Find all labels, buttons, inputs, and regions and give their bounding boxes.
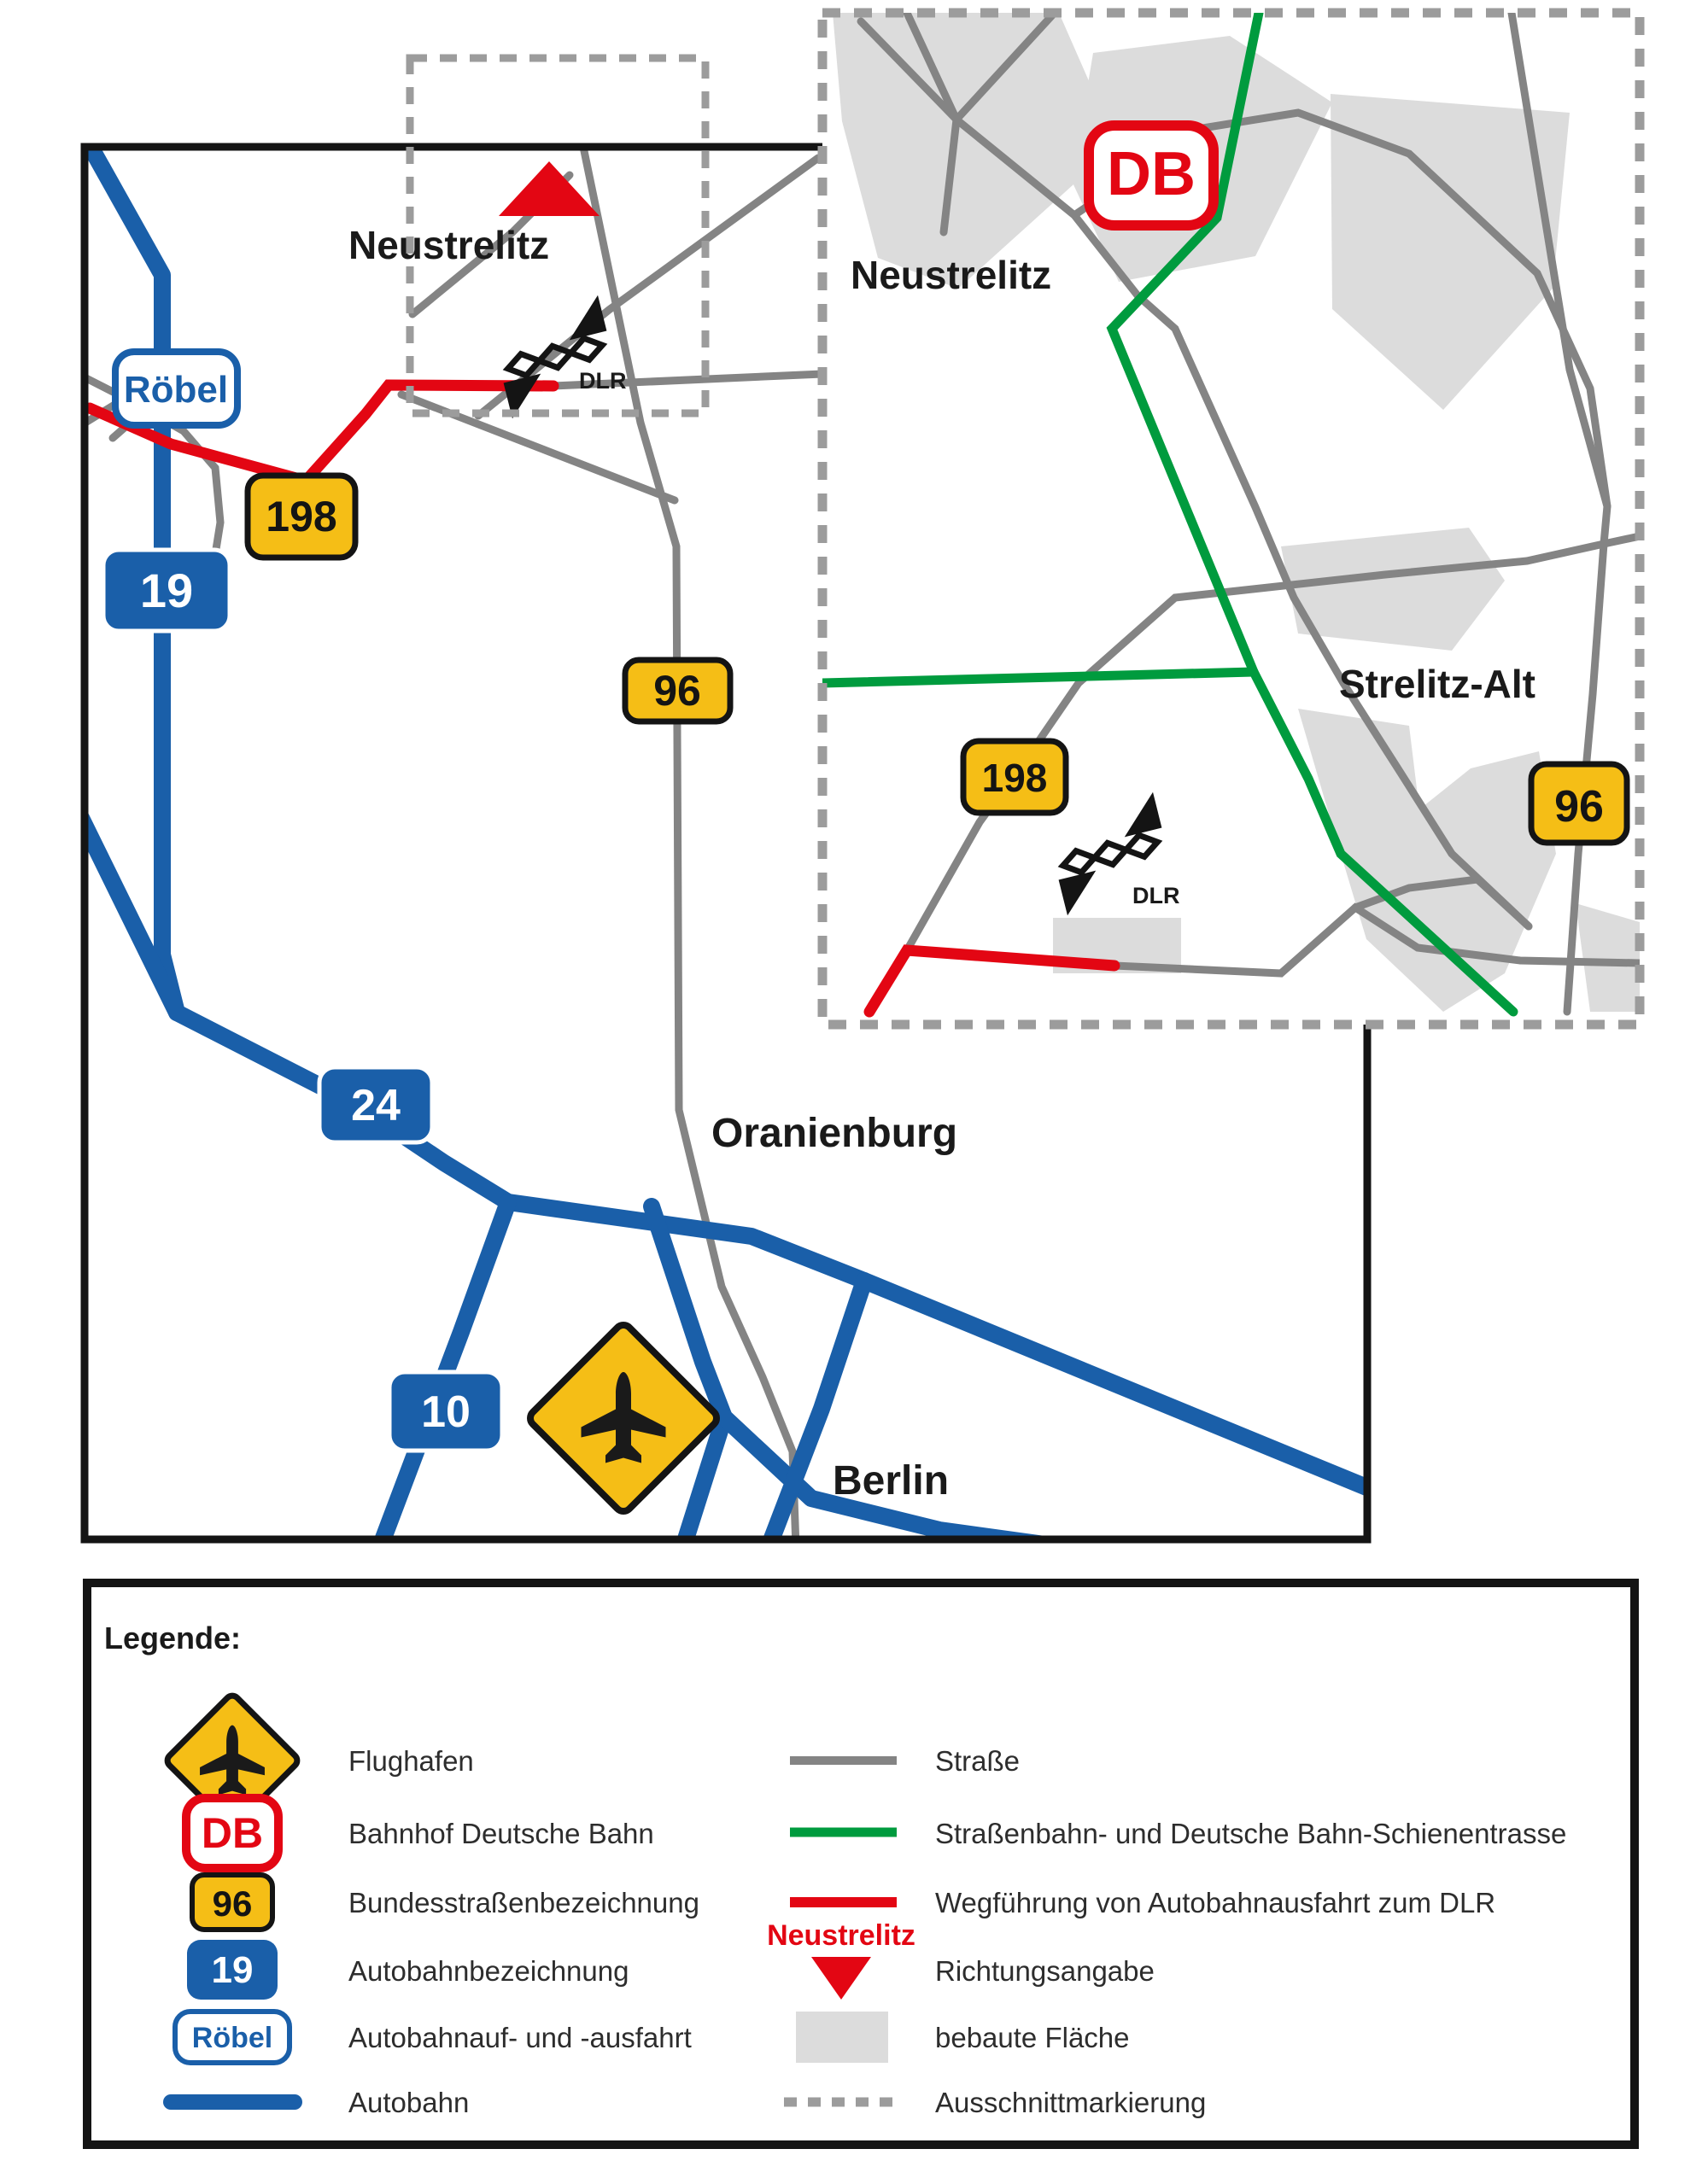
legend-airport-icon	[164, 1692, 301, 1829]
autobahn-a10-south	[372, 1194, 517, 1543]
legend-direction-triangle	[811, 1957, 871, 2000]
exit-badge-roebel: Röbel	[112, 348, 241, 429]
badge-b198-main: 198	[244, 472, 359, 561]
legend-label-bundesstrasse: Bundesstraßenbezeichnung	[348, 1887, 699, 1918]
inset-route-to-dlr-line	[863, 944, 1120, 1018]
legend-db-icon: DB	[182, 1794, 283, 1872]
badge-b96-inset: 96	[1528, 761, 1630, 846]
badge-a19: 19	[101, 547, 232, 634]
label-strelitz-alt: Strelitz-Alt	[1339, 662, 1535, 706]
label-neustrelitz-main: Neustrelitz	[348, 223, 549, 267]
legend-a19-badge-text: 19	[212, 1949, 254, 1991]
built-area-se-corner	[1576, 903, 1640, 1012]
route-to-dlr-line	[84, 379, 559, 488]
legend-label-wegfuehrung: Wegführung von Autobahnausfahrt zum DLR	[935, 1887, 1495, 1918]
db-station-label: DB	[1107, 140, 1196, 208]
exit-badge-roebel-label: Röbel	[124, 369, 228, 411]
legend-label-ausschnitt: Ausschnittmarkierung	[935, 2087, 1206, 2118]
rail-lines	[822, 13, 1518, 1017]
legend-label-richtungsangabe: Richtungsangabe	[935, 1955, 1155, 1987]
badge-b96-main-number: 96	[653, 667, 701, 715]
road-b198-east	[549, 370, 827, 390]
legend-exit-badge-icon: Röbel	[173, 2009, 292, 2065]
legend-label-bahnhof: Bahnhof Deutsche Bahn	[348, 1818, 654, 1849]
legend-label-schienentrasse: Straßenbahn- und Deutsche Bahn-Schienent…	[935, 1818, 1566, 1849]
built-area-strelitz-south	[1298, 709, 1556, 1012]
label-oranienburg: Oranienburg	[711, 1111, 957, 1156]
built-area-strelitz-north	[1281, 528, 1505, 651]
built-area-town-nw	[833, 13, 1117, 289]
autobahn-a24-east	[500, 1194, 1371, 1498]
inset-dlr-label: DLR	[1132, 883, 1180, 908]
badge-a19-number: 19	[140, 564, 193, 617]
inset-road-town3	[903, 13, 961, 124]
legend-b96-badge-text: 96	[213, 1883, 253, 1924]
label-berlin: Berlin	[833, 1458, 949, 1504]
db-station-icon: DB	[1084, 120, 1219, 231]
badge-b198-inset: 198	[960, 738, 1069, 816]
inset-road-strelitz	[1133, 291, 1533, 931]
badge-b198-main-number: 198	[266, 493, 336, 540]
inset-map: DB DLR Neustrelitz Strelitz-Alt 198 96	[817, 8, 1645, 1030]
built-area-east	[1331, 94, 1570, 410]
dlr-label-main: DLR	[579, 368, 627, 394]
badge-a24: 24	[317, 1065, 435, 1145]
badge-b198-inset-number: 198	[982, 756, 1048, 800]
inset-road-b198	[865, 532, 1640, 1016]
legend-label-strasse: Straße	[935, 1745, 1020, 1777]
legend-federal-road-icon: 96	[190, 1872, 275, 1932]
badge-a10-number: 10	[421, 1387, 471, 1437]
legend-title: Legende:	[104, 1620, 241, 1656]
inset-road-town1	[857, 17, 1142, 300]
legend: Legende: Flughafen DB Bahnhof Deutsche B…	[83, 1579, 1639, 2149]
legend-db-badge-text: DB	[202, 1809, 263, 1857]
badge-b96-inset-number: 96	[1554, 782, 1604, 832]
autobahn-berlin-branch	[643, 1198, 733, 1543]
airport-icon	[527, 1322, 720, 1515]
label-neustrelitz-inset: Neustrelitz	[851, 253, 1051, 297]
badge-a24-number: 24	[351, 1081, 401, 1130]
legend-label-aufausfahrt: Autobahnauf- und -ausfahrt	[348, 2022, 692, 2053]
legend-direction-marker-icon: Neustrelitz	[767, 1919, 915, 2000]
rail-line-branch	[822, 667, 1259, 688]
legend-label-bebaute: bebaute Fläche	[935, 2022, 1130, 2053]
legend-autobahn-badge-icon: 19	[187, 1940, 278, 2000]
legend-roebel-badge-text: Röbel	[192, 2022, 272, 2054]
road-b96-main	[579, 143, 800, 1543]
badge-b96-main: 96	[622, 657, 734, 725]
inset-road-south	[1110, 902, 1640, 978]
badge-a10: 10	[387, 1369, 505, 1453]
legend-label-autobahn: Autobahn	[348, 2087, 469, 2118]
legend-direction-city-text: Neustrelitz	[767, 1919, 915, 1952]
legend-built-area-icon	[796, 2012, 888, 2063]
legend-label-autobahnbez: Autobahnbezeichnung	[348, 1955, 629, 1987]
autobahn-ring-branch	[761, 1272, 873, 1543]
direction-triangle-icon	[499, 161, 600, 216]
legend-label-flughafen: Flughafen	[348, 1745, 474, 1777]
